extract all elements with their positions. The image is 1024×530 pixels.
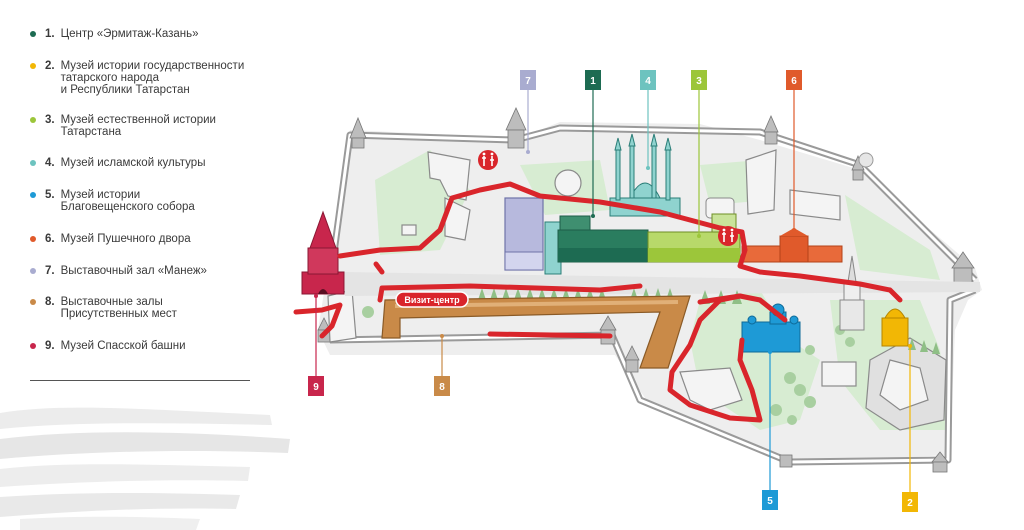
- grey-buildings: [327, 149, 947, 431]
- legend-dot: [30, 299, 36, 305]
- legend-item-8[interactable]: 8. Выставочные залы Присутственных мест: [30, 296, 177, 320]
- marker-8[interactable]: 8: [434, 334, 450, 396]
- legend-label: Музей Спасской башни: [60, 340, 186, 352]
- round-tower: [858, 152, 874, 168]
- marker-5[interactable]: 5: [762, 350, 778, 510]
- manezh-building: [504, 197, 544, 271]
- legend-num: 8.: [45, 296, 55, 308]
- legend-num: 2.: [45, 60, 55, 72]
- legend-divider: [30, 380, 250, 381]
- legend-item-9[interactable]: 9. Музей Спасской башни: [30, 340, 186, 352]
- legend-label: Выставочные залы Присутственных мест: [60, 296, 177, 320]
- marker-9[interactable]: 9: [308, 294, 324, 396]
- legend-label: Музей исламской культуры: [60, 157, 206, 169]
- legend-dot: [30, 343, 36, 349]
- marker-number: 5: [767, 496, 773, 507]
- legend-num: 4.: [45, 157, 55, 169]
- marker-2[interactable]: 2: [902, 344, 918, 512]
- legend-dot: [30, 117, 36, 123]
- legend-num: 9.: [45, 340, 55, 352]
- soyembika-tower: [839, 255, 909, 347]
- legend-item-4[interactable]: 4. Музей исламской культуры: [30, 157, 205, 169]
- legend-item-6[interactable]: 6. Музей Пушечного двора: [30, 233, 191, 245]
- marker-number: 7: [525, 76, 531, 87]
- legend-label: Музей естественной истории Татарстана: [60, 114, 216, 138]
- legend-num: 1.: [45, 28, 55, 40]
- visit-center-pin[interactable]: Визит-центр: [395, 291, 469, 308]
- legend-num: 6.: [45, 233, 55, 245]
- visit-center-label: Визит-центр: [404, 295, 460, 305]
- legend-num: 3.: [45, 114, 55, 126]
- presence-places-building: [381, 295, 691, 369]
- cannon-yard-building: [741, 228, 843, 263]
- hermitage-building: [544, 215, 649, 275]
- legend-dot: [30, 31, 36, 37]
- legend-num: 5.: [45, 189, 55, 201]
- marker-number: 9: [313, 382, 319, 393]
- legend-item-1[interactable]: 1. Центр «Эрмитаж-Казань»: [30, 28, 199, 40]
- marker-4[interactable]: 4: [640, 70, 656, 170]
- marker-number: 3: [696, 76, 702, 87]
- observatory-dome: [554, 169, 582, 197]
- legend-dot: [30, 236, 36, 242]
- marker-number: 2: [907, 498, 913, 509]
- legend-dot: [30, 160, 36, 166]
- legend-label: Музей истории государственности татарско…: [60, 60, 245, 96]
- marker-number: 6: [791, 76, 797, 87]
- marker-7[interactable]: 7: [520, 70, 536, 154]
- marker-number: 1: [590, 76, 596, 87]
- marker-number: 4: [645, 76, 651, 87]
- walking-route: [293, 181, 903, 423]
- legend-dot: [30, 192, 36, 198]
- brush-decoration: [0, 407, 290, 530]
- spasskaya-tower: [301, 210, 345, 295]
- legend-item-7[interactable]: 7. Выставочный зал «Манеж»: [30, 265, 207, 277]
- legend-dot: [30, 268, 36, 274]
- legend-label: Музей истории Благовещенского собора: [60, 189, 195, 213]
- marker-number: 8: [439, 382, 445, 393]
- legend-item-2[interactable]: 2. Музей истории государственности татар…: [30, 60, 244, 96]
- restroom-icon: [718, 226, 738, 246]
- legend-item-3[interactable]: 3. Музей естественной истории Татарстана: [30, 114, 216, 138]
- legend-label: Музей Пушечного двора: [60, 233, 191, 245]
- restroom-icon: [478, 150, 498, 170]
- main-avenue: [345, 272, 980, 296]
- marker-3[interactable]: 3: [691, 70, 707, 238]
- legend-label: Центр «Эрмитаж-Казань»: [60, 28, 199, 40]
- marker-1[interactable]: 1: [585, 70, 601, 218]
- legend-dot: [30, 63, 36, 69]
- legend-num: 7.: [45, 265, 55, 277]
- legend-label: Выставочный зал «Манеж»: [60, 265, 207, 277]
- marker-6[interactable]: 6: [786, 70, 802, 232]
- legend-item-5[interactable]: 5. Музей истории Благовещенского собора: [30, 189, 195, 213]
